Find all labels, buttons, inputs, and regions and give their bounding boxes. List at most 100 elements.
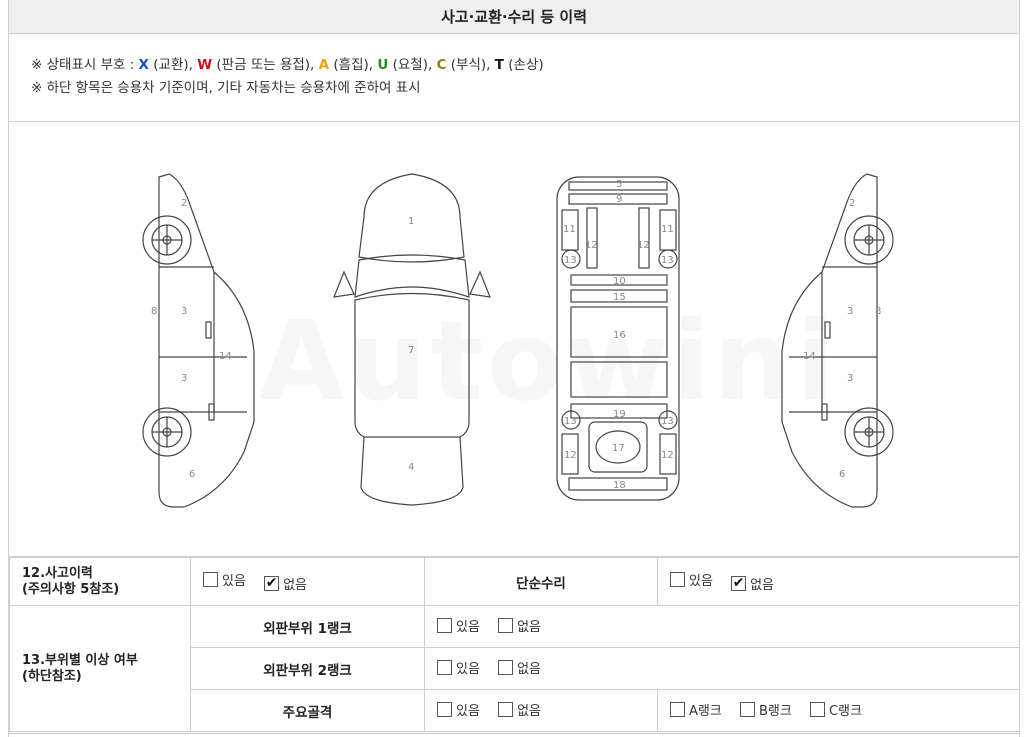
part-label: 8 <box>151 306 157 317</box>
part-label: 13 <box>661 255 674 266</box>
accident-history-options: 있음 ✔없음 <box>190 557 425 606</box>
accident-history-label: 12.사고이력 (주의사항 5참조) <box>9 557 191 606</box>
rank-c-option[interactable]: C랭크 <box>809 700 862 719</box>
part-abnormality-label: 13.부위별 이상 여부 (하단참조) <box>9 605 191 732</box>
part-numbers: 2 8 3 14 3 6 1 7 4 5 9 11 12 12 11 13 13… <box>151 179 881 491</box>
part-label: 6 <box>839 469 845 480</box>
rank2-no-option[interactable]: 없음 <box>498 658 541 677</box>
frame-view <box>556 176 680 501</box>
checkbox-checked[interactable]: ✔ <box>264 575 280 592</box>
option-label: 있음 <box>456 704 480 719</box>
part-label: 12 <box>564 450 577 461</box>
checkbox[interactable] <box>498 660 514 675</box>
accident-no-option[interactable]: ✔없음 <box>264 574 307 593</box>
part-label: 3 <box>181 373 187 384</box>
simple-repair-no-option[interactable]: ✔없음 <box>731 574 774 593</box>
option-label: 없음 <box>283 577 307 593</box>
rank1-no-option[interactable]: 없음 <box>498 616 541 635</box>
vehicle-part-map: 2 8 3 14 3 6 1 7 4 5 9 11 12 12 11 13 13… <box>142 173 894 508</box>
left-side-view <box>142 173 255 508</box>
option-label: 없음 <box>750 577 774 593</box>
code-a: A <box>318 57 330 73</box>
code-c-label: (부식), <box>446 57 495 73</box>
main-frame-options: 있음 없음 <box>424 689 658 732</box>
code-t-label: (손상) <box>503 57 544 73</box>
code-a-label: (흠집), <box>329 57 378 73</box>
outer-panel-rank1-label: 외판부위 1랭크 <box>190 605 425 648</box>
section-title-bar: 사고·교환·수리 등 이력 <box>9 0 1019 34</box>
top-view <box>333 173 491 506</box>
checkbox[interactable] <box>498 618 514 633</box>
rank-a-option[interactable]: A랭크 <box>670 700 722 719</box>
accident-history-row: 12.사고이력 (주의사항 5참조) 있음 ✔없음 단순수리 있음 ✔없음 <box>9 557 1020 606</box>
option-label: 없음 <box>517 620 541 635</box>
outer-panel-rank2-options: 있음 없음 <box>424 647 1020 690</box>
code-w-label: (판금 또는 용접), <box>212 57 319 73</box>
checkbox[interactable] <box>670 572 685 588</box>
part-label: 3 <box>847 373 853 384</box>
part-label: 18 <box>613 480 626 491</box>
checkbox[interactable] <box>437 702 452 717</box>
outer-panel-rank2-row: 외판부위 2랭크 있음 없음 <box>10 647 1020 690</box>
option-label: 있음 <box>222 574 246 590</box>
part-label: 2 <box>181 198 187 209</box>
outer-panel-rank1-options: 있음 없음 <box>424 605 1020 648</box>
rank2-yes-option[interactable]: 있음 <box>437 658 480 677</box>
checkbox[interactable] <box>739 702 755 717</box>
checkbox[interactable] <box>437 618 452 633</box>
legend-box: ※ 상태표시 부호 : X (교환), W (판금 또는 용접), A (흠집)… <box>9 34 1019 122</box>
option-label: 있음 <box>456 620 480 635</box>
part-label: 13 <box>564 416 577 427</box>
part-label: 16 <box>613 330 626 341</box>
option-label: 있음 <box>689 574 713 590</box>
history-panel: 사고·교환·수리 등 이력 ※ 상태표시 부호 : X (교환), W (판금 … <box>8 0 1020 737</box>
status-code-legend: ※ 상태표시 부호 : X (교환), W (판금 또는 용접), A (흠집)… <box>31 54 1019 77</box>
bottom-divider <box>9 733 1019 734</box>
option-label: C랭크 <box>828 704 862 719</box>
part-label: 12 <box>585 240 598 251</box>
checkbox[interactable] <box>498 702 514 717</box>
code-c: C <box>436 57 447 73</box>
part-label: 14 <box>803 351 816 362</box>
code-x-label: (교환), <box>148 57 198 73</box>
outer-panel-rank2-label: 외판부위 2랭크 <box>190 647 425 690</box>
simple-repair-yes-option[interactable]: 있음 <box>670 570 713 589</box>
frame-no-option[interactable]: 없음 <box>498 700 541 719</box>
rank-b-option[interactable]: B랭크 <box>739 700 792 719</box>
rank1-yes-option[interactable]: 있음 <box>437 616 480 635</box>
right-side-view <box>781 173 894 508</box>
section-title: 사고·교환·수리 등 이력 <box>440 8 588 26</box>
checkbox[interactable] <box>670 702 685 717</box>
legend-note: ※ 하단 항목은 승용차 기준이며, 기타 자동차는 승용차에 준하여 표시 <box>31 80 421 96</box>
outer-panel-rank1-row: 13.부위별 이상 여부 (하단참조) 외판부위 1랭크 있음 없음 <box>9 605 1020 732</box>
part-label: 17 <box>612 443 625 454</box>
checkbox[interactable] <box>203 572 218 588</box>
checkbox[interactable] <box>437 660 452 675</box>
part-label: 11 <box>661 224 674 235</box>
part-label: 15 <box>613 292 626 303</box>
vehicle-diagram: Autowini <box>9 122 1019 557</box>
part-label: 19 <box>613 409 626 420</box>
checkbox[interactable] <box>809 702 825 717</box>
code-u-label: (요철), <box>388 57 437 73</box>
part-label: 7 <box>408 345 414 356</box>
part-label: 5 <box>616 179 622 190</box>
part-label: 6 <box>189 469 195 480</box>
part-label: 10 <box>613 276 626 287</box>
part-label: 3 <box>847 306 853 317</box>
code-t: T <box>494 57 504 73</box>
frame-rank-options: A랭크 B랭크 C랭크 <box>657 689 1020 732</box>
main-frame-row: 주요골격 있음 없음 A랭크 B랭크 C랭크 <box>10 689 1020 732</box>
part-abnormality-label-text: 13.부위별 이상 여부 (하단참조) <box>22 652 138 684</box>
checkbox-checked[interactable]: ✔ <box>731 575 747 592</box>
accident-yes-option[interactable]: 있음 <box>203 570 246 589</box>
part-label: 4 <box>408 462 414 473</box>
option-label: 있음 <box>456 662 480 677</box>
part-label: 13 <box>661 416 674 427</box>
part-label: 8 <box>875 306 881 317</box>
frame-yes-option[interactable]: 있음 <box>437 700 480 719</box>
history-table: 12.사고이력 (주의사항 5참조) 있음 ✔없음 단순수리 있음 ✔없음 13… <box>9 557 1020 732</box>
option-label: B랭크 <box>758 704 792 719</box>
part-label: 9 <box>616 194 622 205</box>
main-frame-label: 주요골격 <box>190 689 425 732</box>
